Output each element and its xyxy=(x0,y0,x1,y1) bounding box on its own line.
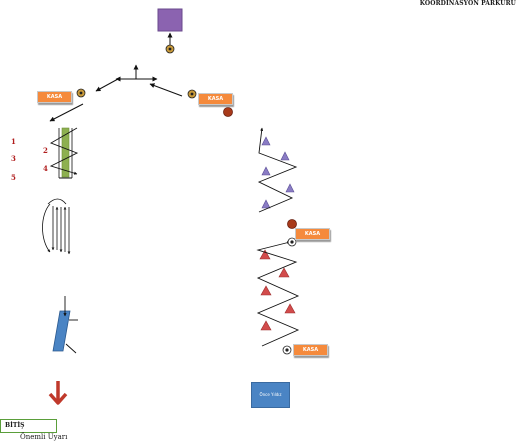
basketball-icon xyxy=(287,219,297,229)
upper-slalom-cones xyxy=(261,136,295,209)
obstacle-box: Önce Yıldız xyxy=(251,382,290,408)
station-box-kasa: KASA xyxy=(295,228,330,240)
station-box-kasa: KASA xyxy=(37,91,72,103)
soccer-ball-icon xyxy=(282,345,292,355)
loop-run-arrows xyxy=(42,198,71,255)
soccer-ball-icon xyxy=(287,237,297,247)
rung-number: 1 xyxy=(11,137,16,146)
diagram-title: KOORDİNASYON PARKURU xyxy=(419,0,516,7)
bench-line xyxy=(65,343,77,354)
rung-number: 5 xyxy=(11,173,16,182)
soccer-ball-icon xyxy=(165,44,175,54)
start-box xyxy=(157,8,183,32)
left-path-arrow xyxy=(49,103,84,122)
finish-box: BİTİŞ xyxy=(0,419,57,433)
junction-arrow-left xyxy=(95,78,119,92)
junction-arrow-right xyxy=(149,83,183,97)
rung-number: 3 xyxy=(11,154,16,163)
finish-arrow-icon xyxy=(48,381,68,405)
soccer-ball-icon xyxy=(187,89,197,99)
lower-slalom-path xyxy=(256,241,300,347)
rung-number: 2 xyxy=(43,146,48,155)
rung-number: 4 xyxy=(43,164,48,173)
agility-ladder xyxy=(61,127,70,178)
lower-slalom-cones xyxy=(259,249,296,331)
upper-slalom-path xyxy=(257,127,298,213)
balance-bench xyxy=(52,310,71,352)
station-box-kasa: KASA xyxy=(293,344,328,356)
ladder-zigzag-path xyxy=(49,127,79,175)
note-label: Önemli Uyarı xyxy=(20,433,68,441)
station-box-kasa: KASA xyxy=(198,93,233,105)
soccer-ball-icon xyxy=(76,88,86,98)
basketball-icon xyxy=(223,107,233,117)
